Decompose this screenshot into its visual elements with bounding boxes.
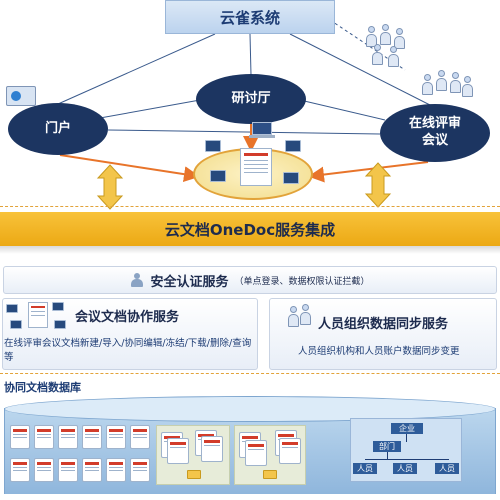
link-portal-review — [107, 129, 381, 135]
arrow-portal-center — [59, 154, 200, 183]
integration-band-label: 云文档OneDoc服务集成 — [164, 220, 336, 239]
workstation-icon — [283, 172, 299, 184]
document-icon — [106, 458, 126, 482]
document-stack-cluster — [156, 425, 230, 485]
workstation-icon — [285, 140, 301, 152]
document-icon — [34, 458, 54, 482]
link-top-review — [289, 33, 431, 106]
org-sync-service-title: 人员组织数据同步服务 — [318, 317, 449, 332]
document-icon — [130, 425, 150, 449]
user-icon — [130, 273, 144, 287]
portal-node-label: 门户 — [44, 120, 71, 136]
document-icon — [106, 425, 126, 449]
collab-service-description: 在线评审会议文档新建/导入/协同编辑/冻结/下载/删除/查询等 — [4, 338, 252, 363]
document-icon — [58, 425, 78, 449]
database-label: 协同文档数据库 — [4, 381, 81, 394]
org-node-person-label: 人员 — [397, 464, 413, 473]
document-grid — [10, 425, 154, 485]
laptop-icon — [249, 122, 275, 138]
folder-icon — [263, 470, 277, 479]
org-node-person: 人员 — [435, 463, 459, 474]
seminar-hall-node-label: 研讨厅 — [231, 90, 271, 106]
link-hall-review — [299, 99, 386, 121]
top-system-box: 云雀系统 — [165, 0, 335, 34]
link-top-portal — [57, 33, 216, 105]
org-chart: 企业 部门 人员 人员 人员 — [350, 418, 462, 482]
seminar-hall-node: 研讨厅 — [196, 74, 306, 124]
document-icon — [10, 425, 30, 449]
meeting-people-icon — [364, 24, 412, 67]
divider-line — [0, 206, 500, 207]
collab-service-title: 会议文档协作服务 — [75, 310, 180, 325]
online-review-node-label-line2: 会议 — [421, 133, 448, 148]
document-icon — [82, 425, 102, 449]
security-service-title: 安全认证服务 — [150, 274, 229, 290]
security-service-box: 安全认证服务 （单点登录、数据权限认证拦截） — [3, 266, 497, 294]
reviewers-people-icon — [420, 70, 476, 112]
double-arrow-right — [364, 162, 392, 208]
document-icon — [10, 458, 30, 482]
org-sync-service-description: 人员组织机构和人员账户数据同步变更 — [298, 346, 460, 357]
org-node-person: 人员 — [393, 463, 417, 474]
org-node-enterprise: 企业 — [391, 423, 423, 434]
folder-icon — [187, 470, 201, 479]
online-review-node-label-line1: 在线评审 — [408, 116, 461, 132]
arrow-review-center — [308, 161, 429, 183]
shared-document-icon — [240, 148, 272, 186]
band-shadow — [0, 246, 500, 254]
org-node-department: 部门 — [373, 441, 401, 452]
portal-screen-icon — [6, 86, 36, 106]
org-node-enterprise-label: 企业 — [399, 424, 415, 433]
document-icon — [58, 458, 78, 482]
divider-line — [0, 373, 500, 374]
org-node-department-label: 部门 — [379, 442, 395, 451]
workstation-icon — [210, 170, 226, 182]
portal-node: 门户 — [8, 103, 108, 155]
org-node-person-label: 人员 — [357, 464, 373, 473]
org-node-person: 人员 — [353, 463, 377, 474]
double-arrow-left — [96, 164, 124, 210]
top-system-label: 云雀系统 — [219, 8, 280, 27]
document-icon — [34, 425, 54, 449]
document-stack-cluster — [234, 425, 306, 485]
online-review-node: 在线评审 会议 — [380, 104, 490, 162]
security-service-note: （单点登录、数据权限认证拦截） — [234, 276, 370, 287]
org-node-person-label: 人员 — [439, 464, 455, 473]
workstation-icon — [205, 140, 221, 152]
people-group-icon — [288, 302, 316, 330]
link-portal-hall — [99, 99, 201, 119]
collab-workgroup-icon — [6, 300, 70, 334]
link-top-hall — [249, 33, 252, 76]
document-icon — [82, 458, 102, 482]
database-cylinder-top — [4, 396, 496, 422]
integration-band: 云文档OneDoc服务集成 — [0, 212, 500, 246]
document-icon — [130, 458, 150, 482]
